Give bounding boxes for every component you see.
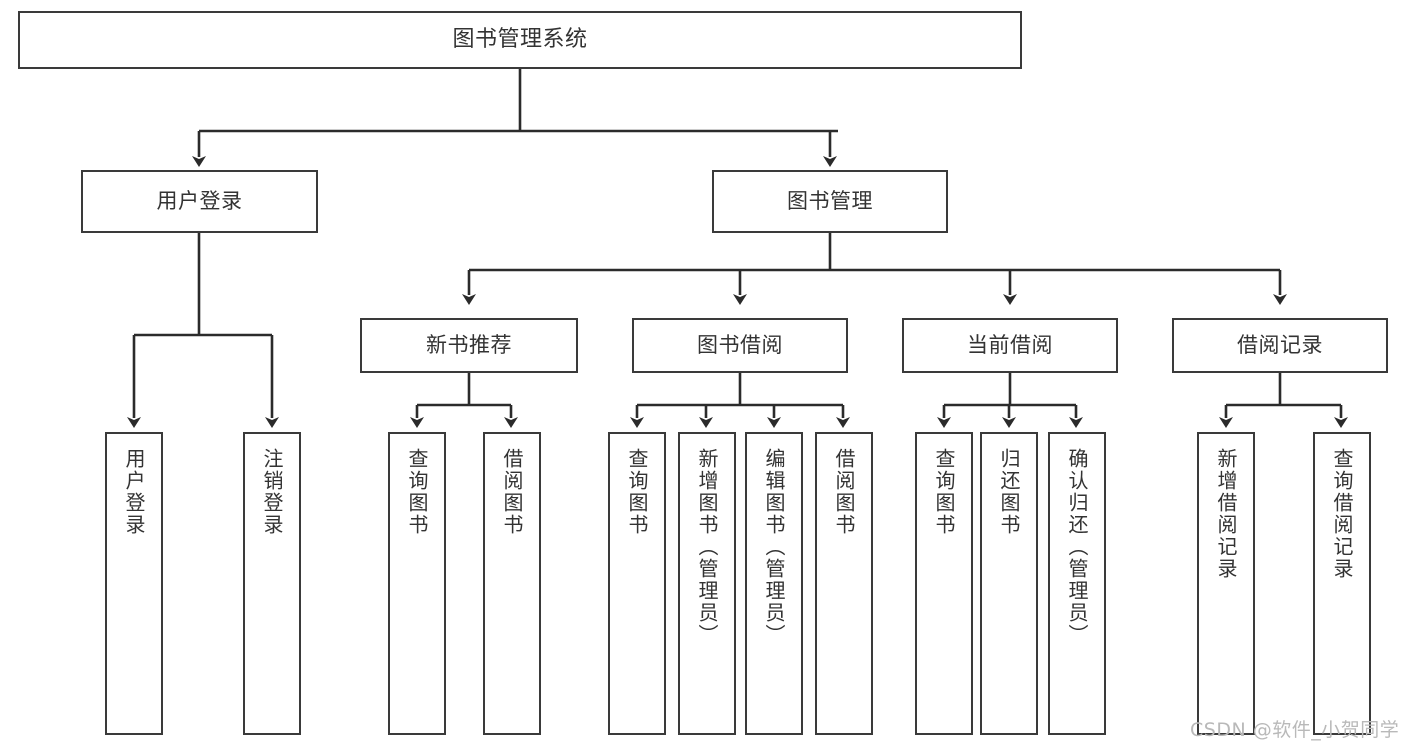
leaf-user-login[interactable]: 用户登录 [105,432,163,735]
node-borrow-record[interactable]: 借阅记录 [1172,318,1388,373]
leaf-borrow-book-1-label: 借阅图书 [500,448,524,536]
node-book-manage-label: 图书管理 [787,189,873,214]
leaf-query-book-3-label: 查询图书 [932,448,956,536]
leaf-borrow-book-2[interactable]: 借阅图书 [815,432,873,735]
leaf-query-book-2[interactable]: 查询图书 [608,432,666,735]
leaf-add-record-label: 新增借阅记录 [1214,448,1238,580]
node-book-manage[interactable]: 图书管理 [712,170,948,233]
node-current-borrow[interactable]: 当前借阅 [902,318,1118,373]
leaf-query-book-1-label: 查询图书 [405,448,429,536]
node-book-borrow[interactable]: 图书借阅 [632,318,848,373]
leaf-confirm-return[interactable]: 确认归还（管理员） [1048,432,1106,735]
node-user-login-label: 用户登录 [156,189,243,214]
node-current-borrow-label: 当前借阅 [967,333,1053,358]
leaf-logout-label: 注销登录 [260,448,284,536]
node-root-label: 图书管理系统 [452,27,588,53]
node-root[interactable]: 图书管理系统 [18,11,1022,69]
leaf-borrow-book-1[interactable]: 借阅图书 [483,432,541,735]
leaf-borrow-book-2-label: 借阅图书 [832,448,856,536]
leaf-return-book-label: 归还图书 [997,448,1021,536]
leaf-query-book-1[interactable]: 查询图书 [388,432,446,735]
leaf-query-record[interactable]: 查询借阅记录 [1313,432,1371,735]
leaf-edit-book[interactable]: 编辑图书（管理员） [745,432,803,735]
leaf-add-book[interactable]: 新增图书（管理员） [678,432,736,735]
node-new-book-recommend[interactable]: 新书推荐 [360,318,578,373]
node-book-borrow-label: 图书借阅 [697,333,783,358]
leaf-return-book[interactable]: 归还图书 [980,432,1038,735]
leaf-logout[interactable]: 注销登录 [243,432,301,735]
leaf-user-login-label: 用户登录 [122,448,146,536]
leaf-query-book-2-label: 查询图书 [625,448,649,536]
leaf-edit-book-label: 编辑图书（管理员） [762,448,786,646]
leaf-confirm-return-label: 确认归还（管理员） [1065,448,1089,646]
node-new-book-recommend-label: 新书推荐 [426,333,512,358]
leaf-add-book-label: 新增图书（管理员） [695,448,719,646]
leaf-query-book-3[interactable]: 查询图书 [915,432,973,735]
leaf-query-record-label: 查询借阅记录 [1330,448,1354,580]
leaf-add-record[interactable]: 新增借阅记录 [1197,432,1255,735]
node-user-login[interactable]: 用户登录 [81,170,318,233]
node-borrow-record-label: 借阅记录 [1237,333,1323,358]
